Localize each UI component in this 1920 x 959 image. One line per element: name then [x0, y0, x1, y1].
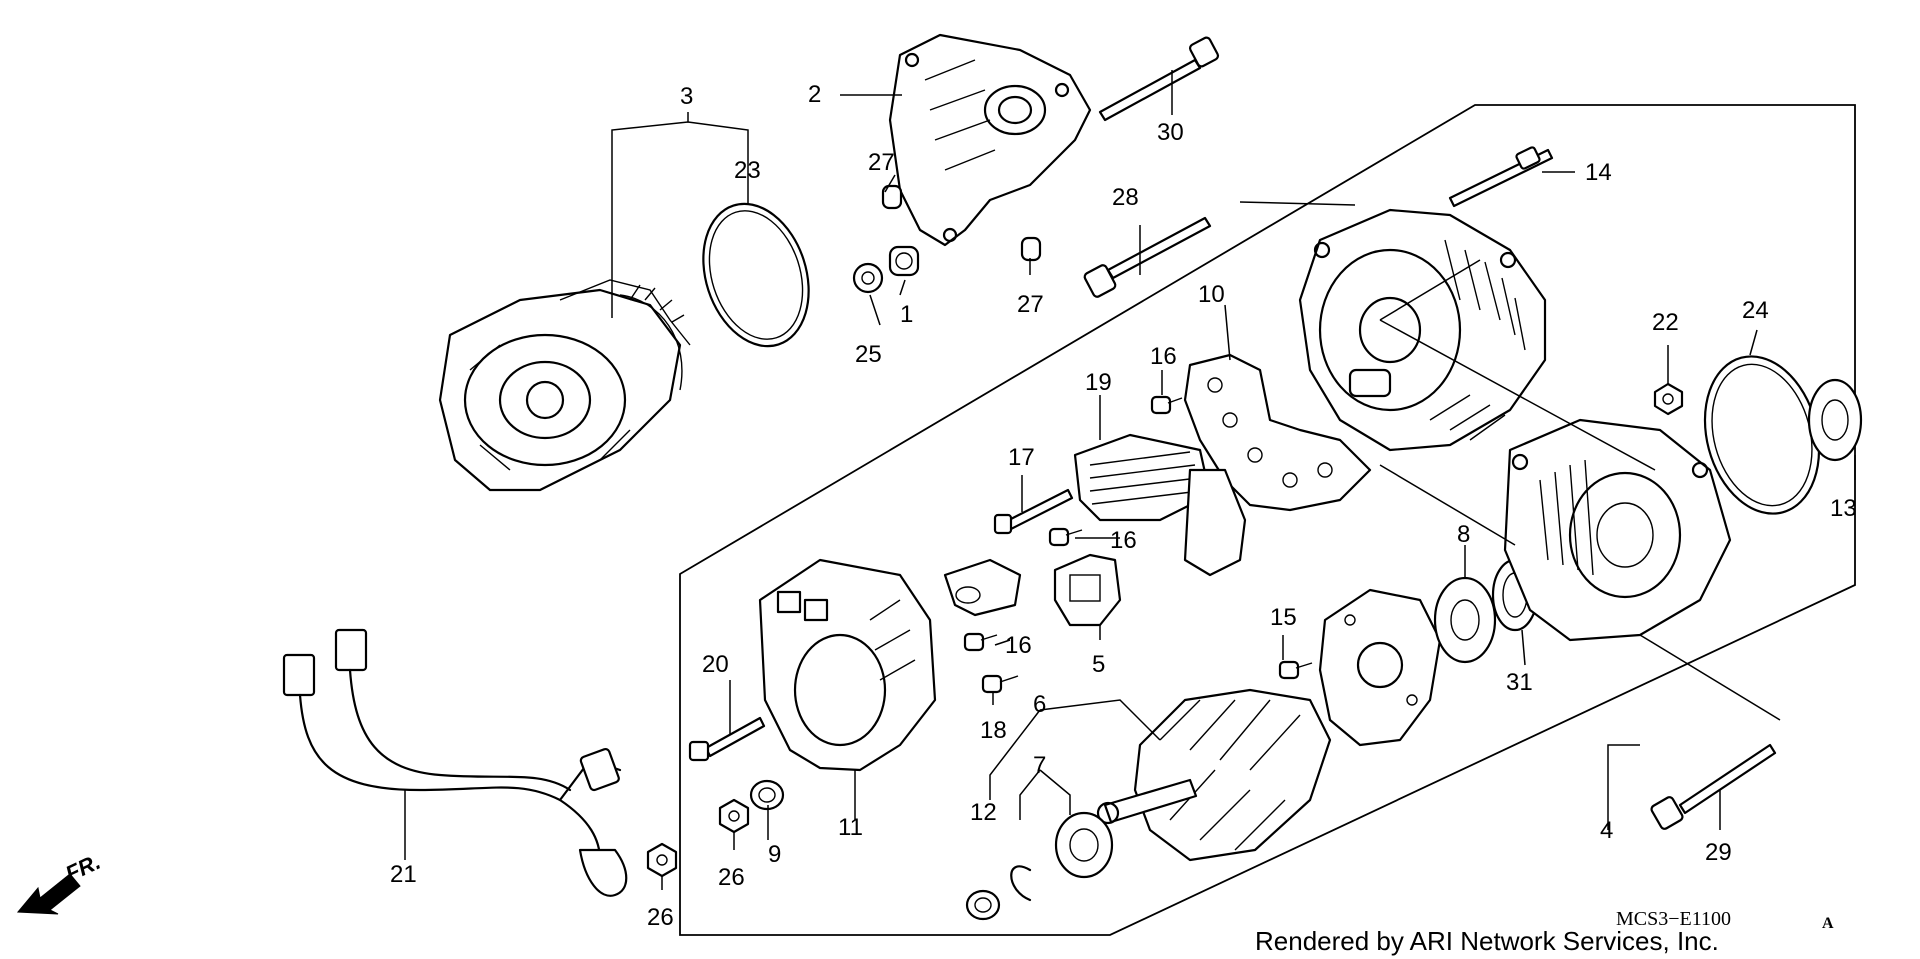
part-16-screw[interactable]	[1048, 527, 1083, 547]
callout-16: 16	[1150, 343, 1177, 370]
part-20-bolt[interactable]	[688, 716, 766, 762]
part-1-collar[interactable]	[888, 245, 920, 277]
callout-10: 10	[1198, 281, 1225, 308]
part-25-lock-washer[interactable]	[852, 262, 884, 294]
callout-20: 20	[702, 651, 729, 678]
callout-17: 17	[1008, 444, 1035, 471]
part-26-nut[interactable]	[646, 842, 678, 878]
part-17-bolt[interactable]	[993, 488, 1074, 535]
callout-29: 29	[1705, 839, 1732, 866]
callout-25: 25	[855, 341, 882, 368]
callout-2: 2	[808, 81, 821, 108]
part-12-collar[interactable]	[965, 889, 1001, 921]
part-30-bolt[interactable]	[1098, 36, 1220, 122]
part-21-wire-harness[interactable]	[282, 628, 628, 897]
assembly-frame	[679, 104, 1856, 936]
callout-11: 11	[838, 814, 863, 841]
part-16-screw[interactable]	[1150, 395, 1183, 415]
part-19-regulator[interactable]	[1073, 433, 1247, 577]
diagram-code: MCS3−E1100	[1616, 908, 1731, 930]
connector-clip[interactable]	[943, 558, 1022, 617]
part-10-rectifier[interactable]	[1183, 353, 1372, 512]
callout-7: 7	[1033, 752, 1046, 779]
diagram-code-suffix: A	[1822, 915, 1834, 932]
callout-19: 19	[1085, 369, 1112, 396]
callout-28: 28	[1112, 184, 1139, 211]
callout-5: 5	[1092, 651, 1105, 678]
callout-13: 13	[1830, 495, 1857, 522]
callout-16: 16	[1005, 632, 1032, 659]
part-14-stud-bolt[interactable]	[1448, 146, 1554, 208]
callout-27: 27	[868, 149, 895, 176]
callout-3: 3	[680, 83, 693, 110]
part-29-bolt[interactable]	[1650, 743, 1777, 830]
part-23-o-ring[interactable]	[686, 190, 826, 360]
callout-1: 1	[900, 301, 913, 328]
callout-12: 12	[970, 799, 997, 826]
callout-22: 22	[1652, 309, 1679, 336]
callout-23: 23	[734, 157, 761, 184]
callout-26: 26	[647, 904, 674, 931]
part-9-grommet[interactable]	[749, 779, 785, 811]
callout-15: 15	[1270, 604, 1297, 631]
callout-26: 26	[718, 864, 745, 891]
front-bracket-housing[interactable]	[1503, 418, 1732, 642]
part-13-bearing[interactable]	[1807, 378, 1863, 462]
callout-8: 8	[1457, 521, 1470, 548]
part-15-screw[interactable]	[1278, 660, 1313, 680]
callout-21: 21	[390, 861, 417, 888]
part-7-bearing[interactable]	[1054, 811, 1114, 879]
arrow-down-left-icon	[16, 873, 81, 915]
part-8-bearing[interactable]	[1433, 576, 1497, 664]
callout-16: 16	[1110, 527, 1137, 554]
callout-31: 31	[1506, 669, 1533, 696]
part-28-bolt[interactable]	[1083, 216, 1212, 298]
part-27-dowel-pin[interactable]	[1020, 236, 1042, 262]
callout-9: 9	[768, 841, 781, 868]
part-6-rotor[interactable]	[1096, 688, 1332, 862]
callout-24: 24	[1742, 297, 1769, 324]
part-16-screw[interactable]	[963, 632, 998, 652]
part-11-rear-cover[interactable]	[758, 558, 937, 772]
part-3-gear-housing[interactable]	[438, 279, 691, 492]
leader-lines	[404, 70, 1856, 890]
part-2-cover-bracket[interactable]	[888, 33, 1092, 247]
callout-18: 18	[980, 717, 1007, 744]
part-4-rear-housing[interactable]	[1298, 208, 1547, 452]
rendered-by-credit: Rendered by ARI Network Services, Inc.	[1255, 926, 1719, 956]
bearing-retainer-plate[interactable]	[1318, 588, 1442, 747]
callout-30: 30	[1157, 119, 1184, 146]
part-26-nut[interactable]	[718, 798, 750, 834]
callout-4: 4	[1600, 817, 1613, 844]
callout-6: 6	[1033, 691, 1046, 718]
callout-27: 27	[1017, 291, 1044, 318]
part-18-bolt[interactable]	[981, 674, 1019, 694]
callout-labels: 1 2 3 4 5 6 7 8 9 10 11 12 13 14 15 16 1…	[390, 81, 1857, 931]
part-5-brush-holder[interactable]	[1053, 553, 1122, 627]
callout-14: 14	[1585, 159, 1612, 186]
part-7-snap-ring[interactable]	[1010, 865, 1032, 902]
part-27-dowel-pin[interactable]	[881, 184, 903, 210]
part-22-nut[interactable]	[1653, 382, 1684, 416]
